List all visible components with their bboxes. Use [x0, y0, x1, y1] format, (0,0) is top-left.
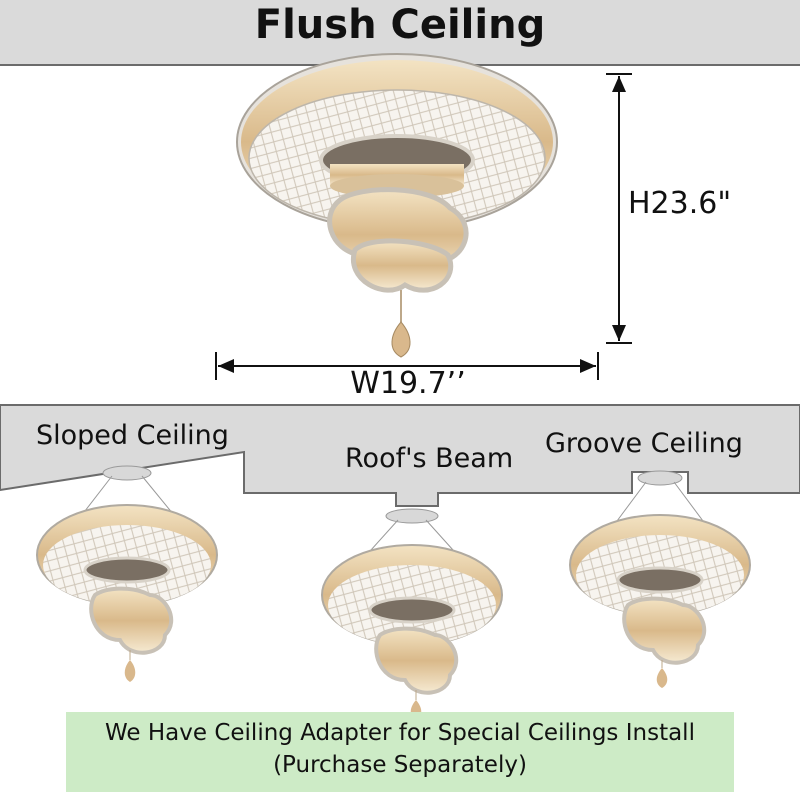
- sloped-ceiling-chandelier: [36, 465, 218, 682]
- adapter-note-line-2: (Purchase Separately): [273, 752, 527, 778]
- sloped-ceiling-label: Sloped Ceiling: [36, 420, 229, 451]
- width-label: W19.7’’: [350, 366, 466, 401]
- adapter-note-box: We Have Ceiling Adapter for Special Ceil…: [66, 712, 734, 792]
- page-title: Flush Ceiling: [254, 2, 546, 48]
- groove-ceiling-label: Groove Ceiling: [545, 428, 743, 459]
- height-label: H23.6": [628, 186, 732, 221]
- width-dimension-line: [215, 352, 599, 380]
- groove-ceiling-chandelier: [569, 470, 751, 688]
- ceiling-profiles: [0, 404, 800, 507]
- roof-beam-label: Roof's Beam: [345, 443, 514, 474]
- main-chandelier: [236, 53, 558, 358]
- roof-beam-chandelier: [321, 508, 503, 720]
- adapter-note-line-1: We Have Ceiling Adapter for Special Ceil…: [105, 720, 695, 746]
- height-dimension-line: [606, 73, 632, 344]
